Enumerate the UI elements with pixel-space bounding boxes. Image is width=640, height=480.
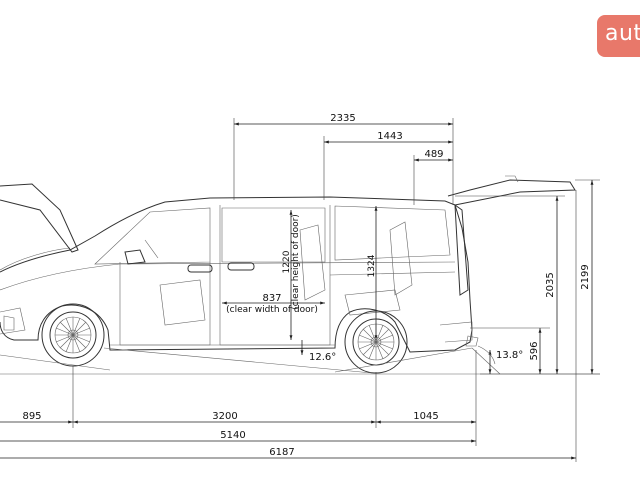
right-dimensions [455, 179, 600, 375]
dim-895-label: 895 [22, 411, 41, 422]
brand-logo-text: aut [605, 21, 640, 46]
van-body [0, 175, 576, 353]
dim-2199-label: 2199 [580, 264, 591, 289]
dim-1443-label: 1443 [377, 131, 402, 142]
dim-3200-label: 3200 [212, 411, 237, 422]
door-dimensions [222, 206, 378, 355]
dim-1220-label: 1220 [282, 250, 292, 273]
door-width-note: (clear width of door) [226, 305, 318, 315]
rear-angle-line [334, 347, 473, 373]
dim-1045-label: 1045 [413, 411, 438, 422]
dim-2035-label: 2035 [545, 272, 556, 297]
dim-837-label: 837 [262, 293, 281, 304]
mid-angle-label: 12.6° [309, 352, 336, 363]
rear-angle-ref [471, 347, 501, 375]
breakover-line [103, 347, 373, 374]
dim-596-label: 596 [529, 341, 540, 360]
dim-5140-label: 5140 [220, 430, 245, 441]
door-height-note: (clear height of door) [291, 214, 301, 310]
dim-1324-label: 1324 [367, 254, 377, 277]
bottom-dimensions [0, 190, 577, 462]
brand-logo-badge[interactable]: aut [597, 15, 640, 57]
dim-6187-label: 6187 [269, 447, 294, 458]
front-ramp-line [0, 354, 111, 371]
front-wheel [41, 303, 105, 367]
dim-2335-label: 2335 [330, 113, 355, 124]
rear-angle-label: 13.8° [496, 350, 523, 361]
dim-489-label: 489 [424, 149, 443, 160]
top-dimensions [233, 118, 454, 205]
